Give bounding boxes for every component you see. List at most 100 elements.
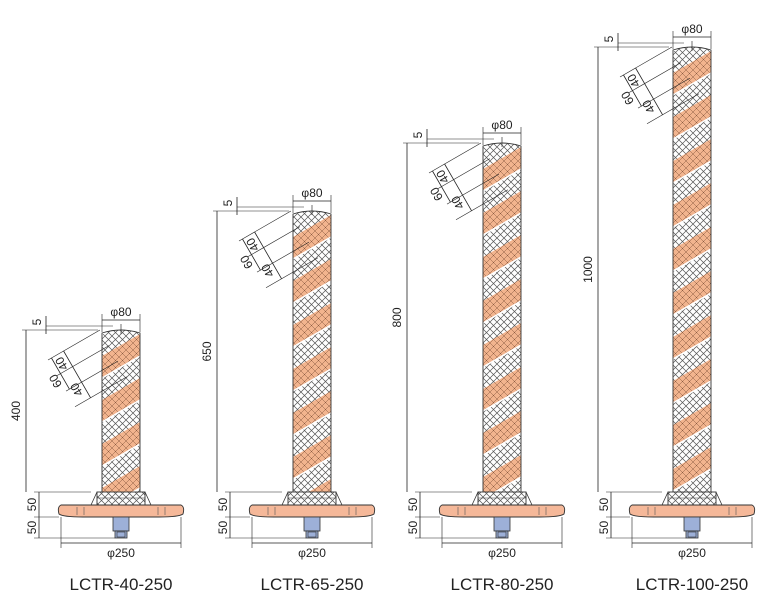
model-label: LCTR-100-250 xyxy=(636,575,748,594)
model-label: LCTR-65-250 xyxy=(261,575,364,594)
model-label: LCTR-40-250 xyxy=(70,575,173,594)
stripe-edge xyxy=(483,476,521,492)
stripe-b-label: 40 xyxy=(258,261,277,280)
stripe-dim-line xyxy=(453,179,472,211)
stripe-edge xyxy=(293,236,331,260)
base-dim-label-upper: 50 xyxy=(25,498,39,512)
stripe-dim-ext xyxy=(74,376,128,408)
anchor-bolt xyxy=(493,516,511,532)
base-plate xyxy=(57,504,185,518)
reflective-stripe xyxy=(483,191,521,235)
stripe-dim-line xyxy=(254,231,264,248)
base-dia-label: φ250 xyxy=(107,546,135,560)
stripe-dim-line xyxy=(635,67,645,84)
stripe-edge xyxy=(483,344,521,368)
reflective-stripe xyxy=(483,279,521,323)
base-dim-label-upper: 50 xyxy=(597,498,611,512)
model-label: LCTR-80-250 xyxy=(451,575,554,594)
reflective-stripe xyxy=(673,315,711,359)
base-plate xyxy=(438,504,566,518)
reflective-stripe xyxy=(102,334,140,378)
stripe-dim-ext xyxy=(646,93,700,125)
post-collar xyxy=(667,491,717,506)
top-dia-label: φ80 xyxy=(491,118,512,132)
stripe-dim-line xyxy=(63,350,73,367)
stripe-edge xyxy=(293,368,331,392)
top-dia-label: φ80 xyxy=(301,186,322,200)
stripe-edge xyxy=(673,380,711,404)
stripe-edge xyxy=(102,443,140,467)
base-plate xyxy=(628,504,756,518)
stripe-dim-ext xyxy=(247,226,301,257)
reflective-stripe xyxy=(483,147,521,191)
base-dim-label-lower: 50 xyxy=(25,521,39,535)
anchor-bolt-head xyxy=(495,530,509,539)
collar-fins xyxy=(661,491,723,506)
stripe-dim-line xyxy=(51,357,70,390)
reflective-stripe xyxy=(483,235,521,279)
stripe-a-label: 40 xyxy=(52,354,71,373)
stripe-edge xyxy=(483,212,521,236)
stripe-edge xyxy=(673,72,711,96)
reflective-stripe xyxy=(673,271,711,315)
bolt-nut xyxy=(687,531,697,538)
anchor-bolt xyxy=(303,516,321,532)
stripe-edge xyxy=(483,388,521,412)
base-dia-label: φ250 xyxy=(678,546,706,560)
stripe-edge xyxy=(293,280,331,304)
stripe-edge xyxy=(102,399,140,423)
reflective-stripe xyxy=(673,95,711,139)
reflective-stripe xyxy=(673,359,711,403)
collar-fins xyxy=(471,491,533,506)
stripe-edge xyxy=(673,248,711,272)
stripe-pitch-label: 60 xyxy=(237,252,256,271)
base-dia-label: φ250 xyxy=(488,546,516,560)
base-dim-label-lower: 50 xyxy=(216,521,230,535)
stripe-edge xyxy=(673,160,711,184)
anchor-bolt xyxy=(683,516,701,532)
stripe-dim-ext xyxy=(437,158,491,189)
reflective-stripe xyxy=(102,378,140,422)
stripe-dim-ext xyxy=(265,257,319,289)
anchor-bolt-head xyxy=(114,530,128,539)
stripe-a-label: 40 xyxy=(243,235,262,254)
collar-fins xyxy=(281,491,343,506)
reflective-stripe xyxy=(673,447,711,491)
top-gap-label: 5 xyxy=(30,318,44,325)
reflective-stripe xyxy=(293,215,331,259)
reflective-stripe xyxy=(293,479,331,492)
stripe-edge xyxy=(293,456,331,480)
stripe-pitch-label: 60 xyxy=(427,184,446,203)
stripe-dim-line xyxy=(242,238,261,271)
top-dia-label: φ80 xyxy=(681,22,702,36)
post-collar xyxy=(287,491,337,506)
stripe-dim-line xyxy=(72,366,91,398)
stripe-edge xyxy=(483,300,521,324)
reflective-stripe xyxy=(293,435,331,479)
stripe-pitch-label: 60 xyxy=(46,371,65,390)
stripe-edge xyxy=(673,204,711,228)
post-collar xyxy=(96,491,146,506)
stripe-dim-ext xyxy=(628,62,682,93)
stripe-dim-ext xyxy=(47,329,101,361)
reflective-stripe xyxy=(483,455,521,492)
stripe-edge xyxy=(673,424,711,448)
reflective-stripe xyxy=(483,411,521,455)
height-dim-label: 400 xyxy=(9,401,23,421)
stripe-edge xyxy=(673,468,711,492)
stripe-edge xyxy=(673,336,711,360)
anchor-bolt-head xyxy=(305,530,319,539)
anchor-bolt xyxy=(112,516,130,532)
stripe-edge xyxy=(673,292,711,316)
base-dim-label-lower: 50 xyxy=(406,521,420,535)
stripe-b-label: 40 xyxy=(639,97,658,116)
stripe-dim-ext xyxy=(56,345,110,376)
top-gap-label: 5 xyxy=(602,35,616,42)
stripe-dim-line xyxy=(263,247,282,279)
